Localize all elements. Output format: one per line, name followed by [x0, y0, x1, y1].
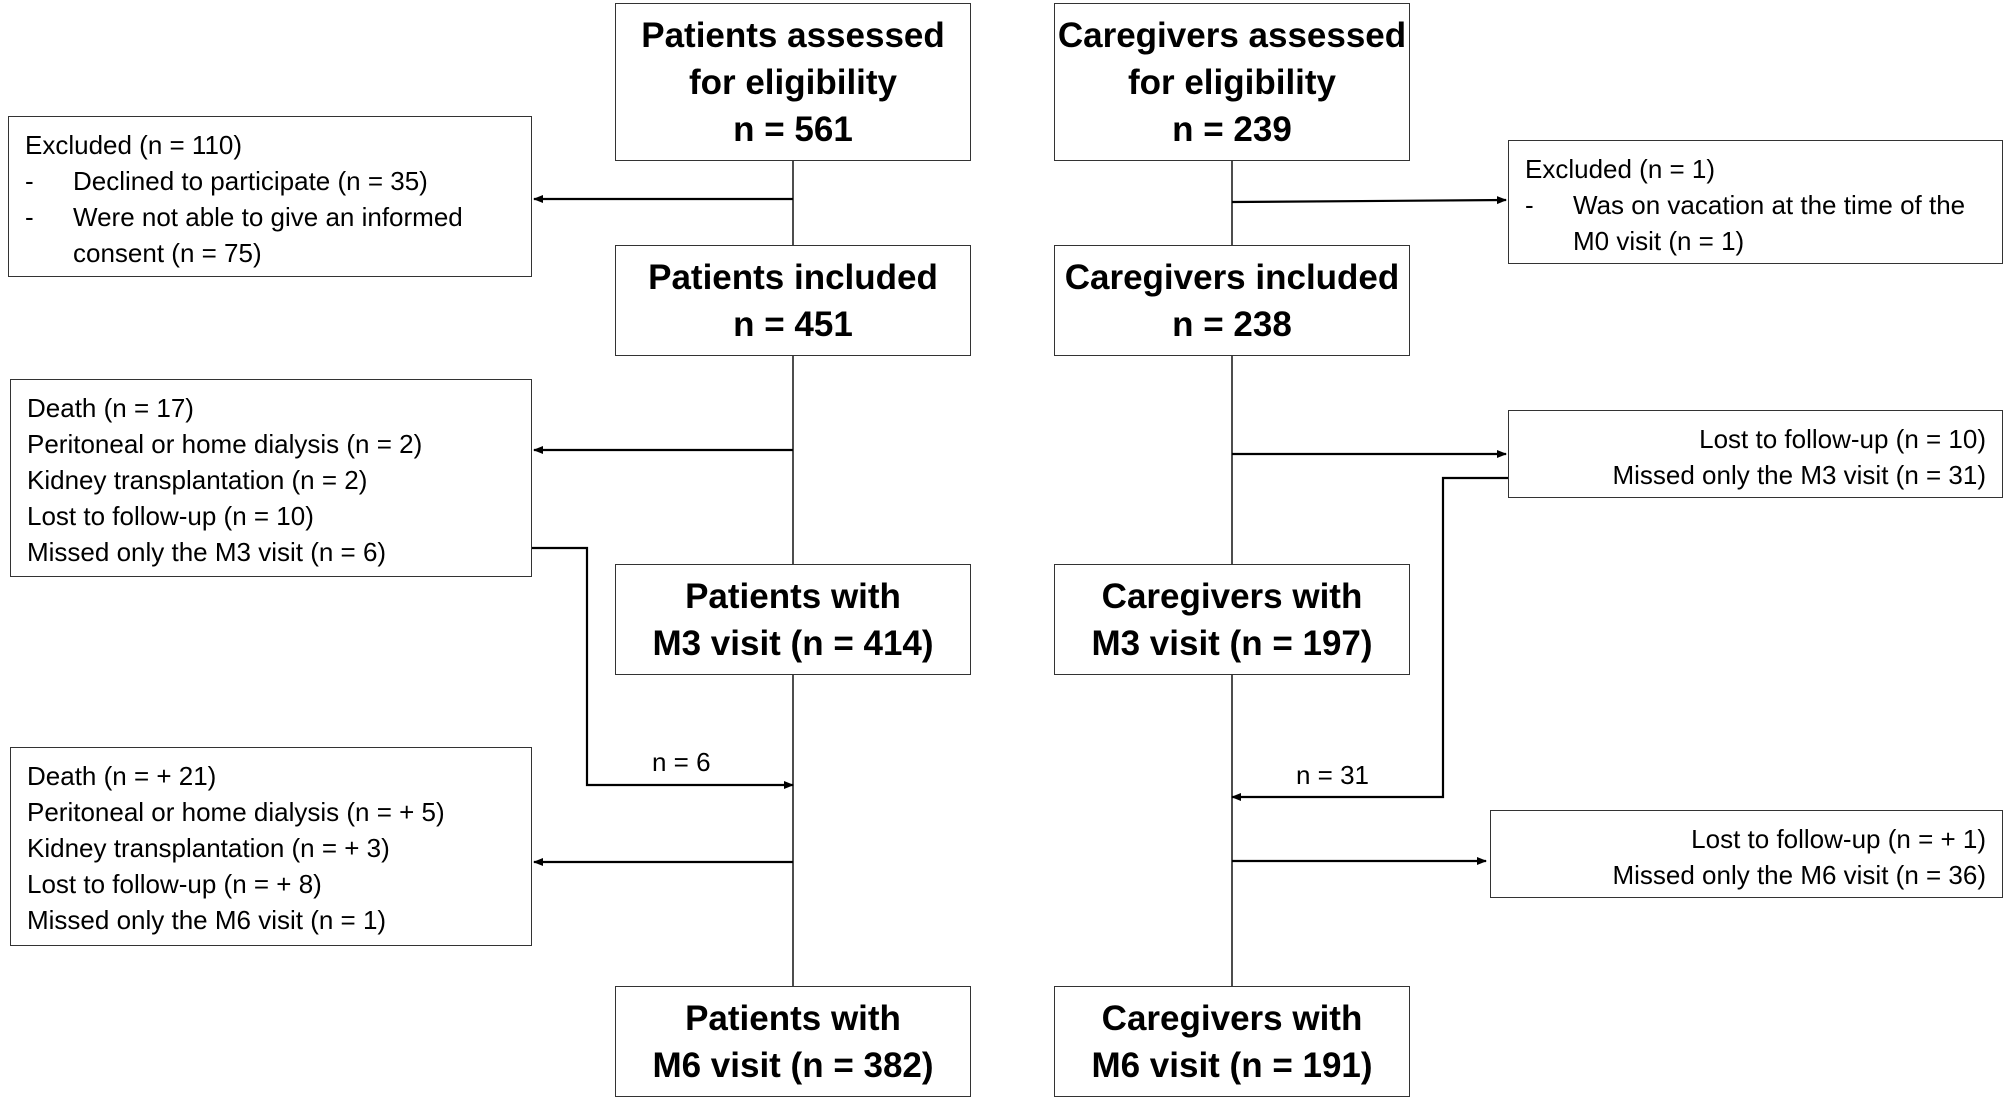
caregivers-m3-losses-box: Lost to follow-up (n = 10) Missed only t…	[1508, 410, 2003, 498]
patients-assessed-count: n = 561	[733, 109, 853, 149]
caregivers-excluded-item: - Was on vacation at the time of the M0 …	[1525, 187, 1986, 259]
caregivers-m3-box: Caregivers with M3 visit (n = 197)	[1054, 564, 1410, 675]
caregivers-assessed-count: n = 239	[1172, 109, 1292, 149]
caregivers-included-count: n = 238	[1172, 304, 1292, 344]
patients-assessed-line1: Patients assessed	[641, 15, 945, 55]
patients-m6-box: Patients with M6 visit (n = 382)	[615, 986, 971, 1097]
patients-m3-line2: M3 visit (n = 414)	[652, 623, 934, 663]
patients-m6-loss-item: Peritoneal or home dialysis (n = + 5)	[27, 797, 445, 827]
patients-included-count: n = 451	[733, 304, 853, 344]
caregivers-excluded-item-text: Was on vacation at the time of the M0 vi…	[1573, 190, 1966, 256]
caregivers-m6-loss-item: Missed only the M6 visit (n = 36)	[1612, 860, 1986, 890]
patients-m3-losses-box: Death (n = 17) Peritoneal or home dialys…	[10, 379, 532, 577]
patients-m3-loss-item: Lost to follow-up (n = 10)	[27, 501, 314, 531]
patients-included-line1: Patients included	[648, 257, 938, 297]
patients-m6-loss-item: Missed only the M6 visit (n = 1)	[27, 905, 387, 935]
patients-m3-loss-item: Peritoneal or home dialysis (n = 2)	[27, 429, 423, 459]
caregivers-excluded-arrow	[1231, 196, 1507, 205]
patients-assessed-line2: for eligibility	[688, 62, 898, 102]
patients-m3-loss-item: Missed only the M3 visit (n = 6)	[27, 537, 387, 567]
patients-excluded-item: - Were not able to give an informed cons…	[25, 199, 515, 271]
patients-m6-loss-item: Kidney transplantation (n = + 3)	[27, 833, 390, 863]
dash-bullet: -	[1525, 190, 1534, 220]
patients-m3-line1: Patients with	[685, 576, 901, 616]
patients-excluded-box: Excluded (n = 110) - Declined to partici…	[8, 116, 532, 277]
caregivers-assessed-box: Caregivers assessed for eligibility n = …	[1054, 3, 1410, 161]
caregivers-m6-losses-box: Lost to follow-up (n = + 1) Missed only …	[1490, 810, 2003, 898]
caregivers-m3-line2: M3 visit (n = 197)	[1091, 623, 1373, 663]
caregivers-included-box: Caregivers included n = 238	[1054, 245, 1410, 356]
patients-excluded-title: Excluded (n = 110)	[25, 130, 243, 160]
caregivers-excluded-title: Excluded (n = 1)	[1525, 154, 1716, 184]
dash-bullet: -	[25, 202, 34, 232]
caregivers-assessed-line2: for eligibility	[1127, 62, 1337, 102]
caregivers-m3-loss-item: Missed only the M3 visit (n = 31)	[1612, 460, 1986, 490]
patients-assessed-box: Patients assessed for eligibility n = 56…	[615, 3, 971, 161]
caregivers-return-arrow	[1231, 476, 1562, 801]
patients-excluded-item: - Declined to participate (n = 35)	[25, 163, 515, 199]
caregivers-assessed-line1: Caregivers assessed	[1057, 15, 1407, 55]
patients-return-label: n = 6	[652, 747, 711, 777]
caregivers-m3-loss-item: Lost to follow-up (n = 10)	[1699, 424, 1986, 454]
caregivers-return-label: n = 31	[1296, 760, 1370, 790]
patients-excluded-item-text: Were not able to give an informed consen…	[73, 202, 463, 268]
patients-excluded-item-text: Declined to participate (n = 35)	[73, 166, 428, 196]
patients-m6-line2: M6 visit (n = 382)	[652, 1045, 934, 1085]
caregivers-m3-line1: Caregivers with	[1101, 576, 1363, 616]
caregivers-m6-loss-item: Lost to follow-up (n = + 1)	[1691, 824, 1986, 854]
patients-m6-line1: Patients with	[685, 998, 901, 1038]
caregivers-included-line1: Caregivers included	[1064, 257, 1400, 297]
caregivers-m6-line2: M6 visit (n = 191)	[1091, 1045, 1373, 1085]
patients-included-box: Patients included n = 451	[615, 245, 971, 356]
patients-m3-loss-item: Death (n = 17)	[27, 393, 194, 423]
patients-m3-loss-item: Kidney transplantation (n = 2)	[27, 465, 368, 495]
patients-m6-losses-box: Death (n = + 21) Peritoneal or home dial…	[10, 747, 532, 946]
patients-m3-box: Patients with M3 visit (n = 414)	[615, 564, 971, 675]
dash-bullet: -	[25, 166, 34, 196]
caregivers-m6-line1: Caregivers with	[1101, 998, 1363, 1038]
caregivers-excluded-box: Excluded (n = 1) - Was on vacation at th…	[1508, 140, 2003, 264]
caregivers-m6-box: Caregivers with M6 visit (n = 191)	[1054, 986, 1410, 1097]
patients-m6-loss-item: Lost to follow-up (n = + 8)	[27, 869, 322, 899]
patients-m6-loss-item: Death (n = + 21)	[27, 761, 217, 791]
